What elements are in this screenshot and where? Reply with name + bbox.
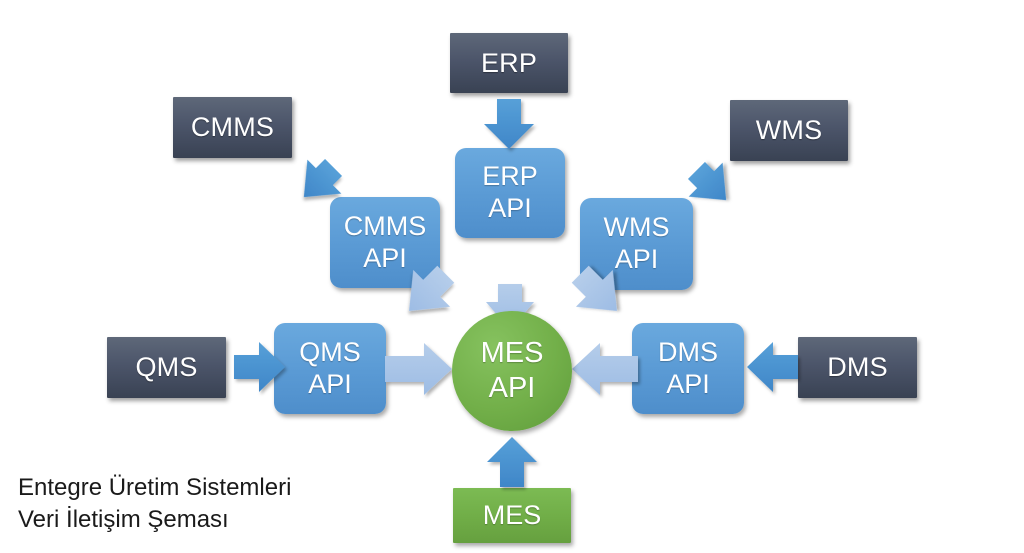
arrow-cmms-to-cmms-api (303, 158, 343, 198)
dms-api-box[interactable]: DMS API (632, 323, 744, 414)
qms-api-box[interactable]: QMS API (274, 323, 386, 414)
erp-api-box[interactable]: ERP API (455, 148, 565, 238)
mes-api-hub[interactable]: MES API (452, 311, 572, 431)
diagram-caption: Entegre Üretim Sistemleri Veri İletişim … (18, 472, 291, 535)
dms-api-label-line2: API (666, 368, 710, 399)
erp-api-label-line1: ERP (482, 161, 538, 192)
cmms-source-box[interactable]: CMMS (173, 97, 292, 158)
mes-api-label-line1: MES (480, 337, 544, 370)
wms-source-box[interactable]: WMS (730, 100, 848, 161)
cmms-api-label-line1: CMMS (343, 210, 427, 241)
dms-source-label: DMS (827, 352, 888, 382)
arrow-cmms-api-to-mes-api (409, 265, 455, 311)
dms-source-box[interactable]: DMS (798, 337, 917, 398)
qms-api-label-line1: QMS (299, 336, 361, 367)
erp-api-label-line2: API (488, 193, 532, 223)
arrow-erp-api-to-mes-api (486, 284, 534, 330)
mes-source-label: MES (482, 500, 542, 530)
caption-line-2: Veri İletişim Şeması (18, 505, 229, 533)
arrow-qms-api-to-mes-api (385, 343, 452, 395)
arrow-dms-to-dms-api (747, 342, 798, 392)
arrow-qms-to-qms-api (234, 342, 285, 392)
caption-line-1: Entegre Üretim Sistemleri (18, 474, 292, 501)
qms-source-label: QMS (135, 352, 198, 382)
erp-source-box[interactable]: ERP (450, 33, 568, 93)
wms-source-label: WMS (755, 115, 823, 145)
cmms-source-label: CMMS (190, 112, 275, 142)
erp-source-label: ERP (480, 47, 538, 78)
qms-source-box[interactable]: QMS (107, 337, 226, 398)
wms-api-label-line1: WMS (603, 212, 670, 243)
qms-api-label-line2: API (308, 368, 352, 399)
mes-source-box[interactable]: MES (453, 488, 571, 543)
cmms-api-box[interactable]: CMMS API (330, 197, 440, 288)
dms-api-label-line1: DMS (658, 336, 718, 367)
cmms-api-label-line2: API (363, 242, 407, 273)
arrow-erp-to-erp-api (484, 99, 534, 149)
arrow-wms-to-wms-api (687, 161, 727, 201)
arrow-wms-api-to-mes-api (571, 265, 617, 311)
arrow-mes-to-mes-api (487, 437, 537, 487)
wms-api-label-line2: API (614, 244, 659, 274)
mes-api-label-line2: API (488, 372, 536, 404)
arrow-dms-api-to-mes-api (572, 343, 638, 395)
wms-api-box[interactable]: WMS API (580, 198, 693, 290)
